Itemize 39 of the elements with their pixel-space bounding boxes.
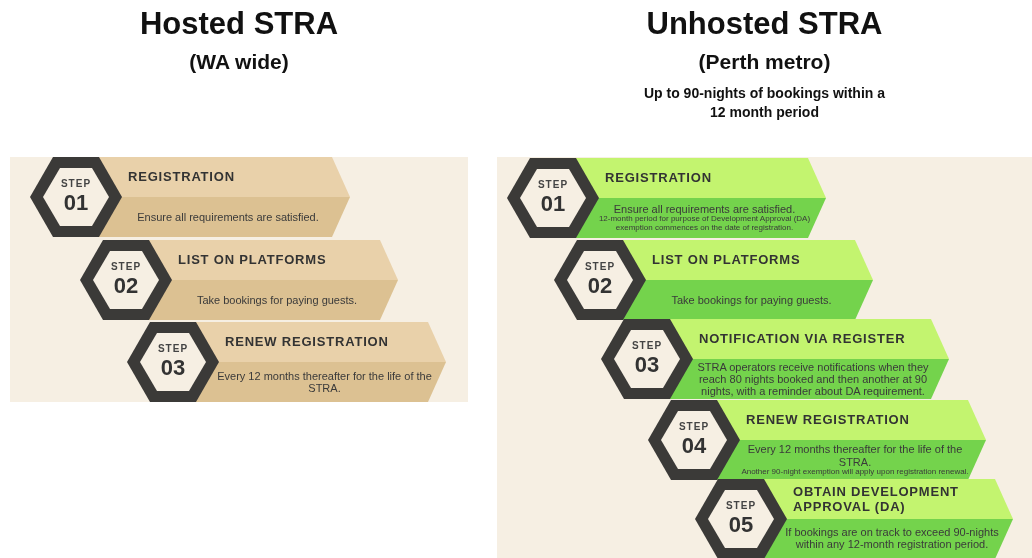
step-number: 04 [680, 433, 708, 459]
step-label: STEP [156, 343, 190, 354]
step-number: 02 [586, 273, 614, 299]
step-number: 03 [159, 355, 187, 381]
step-title: RENEW REGISTRATION [746, 413, 911, 428]
step-number: 01 [539, 191, 567, 217]
step-label: STEP [677, 421, 711, 432]
step-description: Take bookings for paying guests. [670, 293, 833, 307]
step-description: Ensure all requirements are satisfied. [612, 202, 797, 216]
step-label: STEP [583, 261, 617, 272]
step-label: STEP [536, 179, 570, 190]
panel-subheading: (WA wide) [189, 50, 289, 74]
panel-subheading: (Perth metro) [698, 50, 831, 74]
step-title: LIST ON PLATFORMS [652, 253, 802, 268]
step-note: Another 90-night exemption will apply upon registration renewal. [740, 467, 970, 477]
step-description: Every 12 months thereafter for the life of the STRA. [216, 369, 433, 395]
step-description: Ensure all requirements are satisfied. [136, 210, 320, 224]
step-description: Every 12 months thereafter for the life of the STRA. [746, 443, 964, 468]
panel-note: Up to 90-nights of bookings within a 12 month period [642, 84, 887, 122]
step-label: STEP [630, 340, 664, 351]
step-description: If bookings are on track to exceed 90-nights within any 12-month registration period. [784, 525, 1000, 551]
step-label: STEP [724, 500, 758, 511]
step-description: STRA operators receive notifications when they reach 80 nights booked and then another at 90 nights, with a reminder about DA requirement. [696, 360, 930, 398]
step-number: 05 [727, 512, 755, 538]
step-number: 01 [62, 190, 90, 216]
step-title: REGISTRATION [605, 171, 713, 186]
step-title: NOTIFICATION VIA REGISTER [699, 332, 907, 347]
step-label: STEP [109, 261, 143, 272]
step-title: REGISTRATION [128, 170, 236, 185]
step-title: LIST ON PLATFORMS [178, 253, 328, 268]
step-title: OBTAIN DEVELOPMENT APPROVAL (DA) [793, 485, 960, 515]
step-number: 02 [112, 273, 140, 299]
step-number: 03 [633, 352, 661, 378]
panel-heading: Hosted STRA [139, 6, 339, 42]
step-note: 12-month period for purpose of Development Approval (DA) exemption commences on the date of registration. [597, 215, 812, 234]
step-description: Take bookings for paying guests. [195, 293, 359, 307]
step-label: STEP [59, 178, 93, 189]
panel-heading: Unhosted STRA [646, 6, 883, 42]
step-title: RENEW REGISTRATION [225, 335, 390, 350]
